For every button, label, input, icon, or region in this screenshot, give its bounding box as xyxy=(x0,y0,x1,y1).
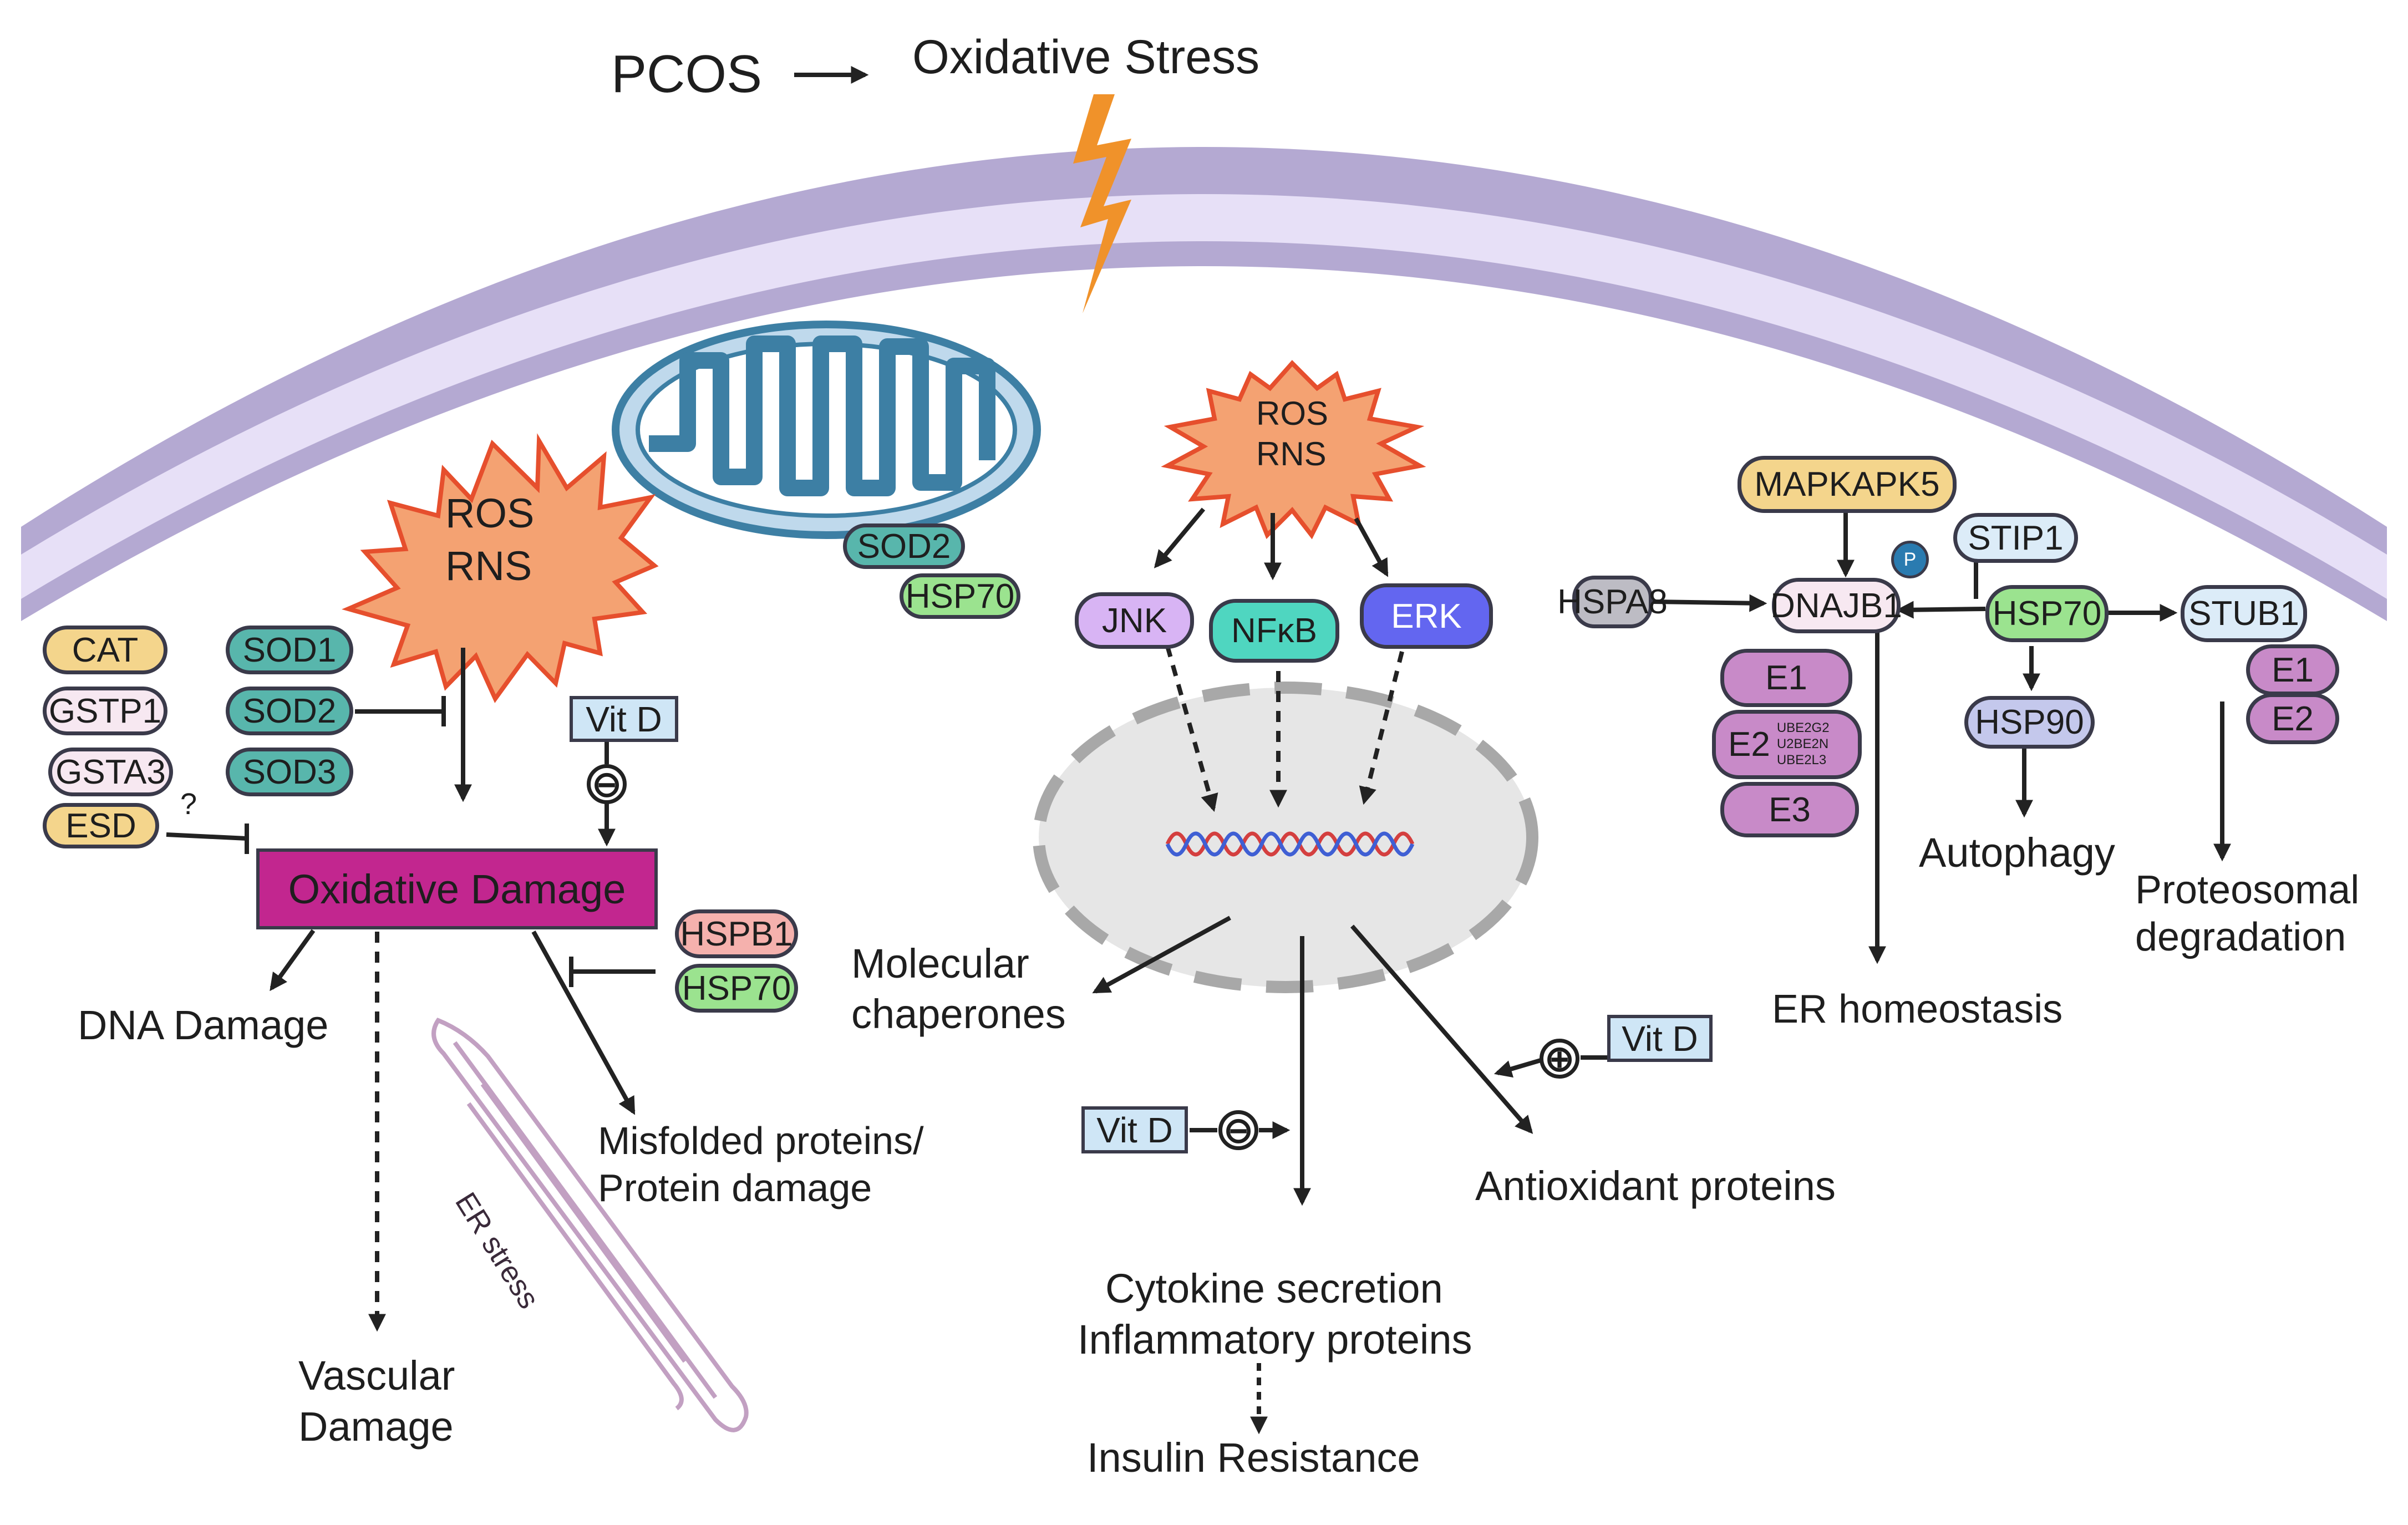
e2-subunit-ube2l3: UBE2L3 xyxy=(1776,752,1827,767)
ros-center-label: ROS xyxy=(1256,395,1329,432)
vitd-left-box: Vit D xyxy=(570,696,678,742)
misfolded-label-line2: Protein damage xyxy=(598,1166,872,1209)
mito-sod2-pill: SOD2 xyxy=(843,523,965,569)
esd-pill: ESD xyxy=(43,803,159,848)
lightning-bolt-icon xyxy=(1073,94,1131,313)
rns-center-label: RNS xyxy=(1256,435,1327,472)
vitd-center-activate-icon: ⊕ xyxy=(1540,1039,1579,1079)
e2-subunit-u2be2n: U2BE2N xyxy=(1776,736,1829,752)
vitd-left-inhibit-icon: ⊖ xyxy=(587,764,627,804)
proteosomal-label-line1: Proteosomal xyxy=(2135,868,2360,912)
chaperones-label-line1: Molecular xyxy=(851,941,1029,987)
ros-center-burst xyxy=(1161,360,1426,540)
vitd-center-right-box: Vit D xyxy=(1607,1015,1713,1062)
cell-membrane xyxy=(21,147,2387,621)
esd-inhibition-line xyxy=(166,832,247,841)
vitd-center-inhibit-icon: ⊖ xyxy=(1218,1110,1258,1150)
stub1-pill: STUB1 xyxy=(2181,585,2307,642)
e1-left-pill: E1 xyxy=(1720,649,1852,707)
dna-helix-icon xyxy=(1165,831,1415,857)
sod1-pill: SOD1 xyxy=(226,626,353,674)
vitd-center-left-box: Vit D xyxy=(1081,1106,1188,1153)
ros-left-burst xyxy=(342,433,659,703)
hsp70-right-pill: HSP70 xyxy=(1985,585,2109,642)
oxidative-stress-label: Oxidative Stress xyxy=(912,30,1260,84)
e3-pill: E3 xyxy=(1720,782,1859,837)
chaperones-label-line2: chaperones xyxy=(851,991,1066,1037)
oxidative-damage-box xyxy=(256,848,658,929)
vitd-center-right-arrow xyxy=(1493,1058,1542,1078)
e2-subunit-ube2g2: UBE2G2 xyxy=(1776,720,1830,736)
hspa8-to-dnajb1-arrow xyxy=(1652,594,1767,612)
ros-to-jnk-arrow xyxy=(1154,507,1206,568)
erk-to-dna-arrow xyxy=(1359,651,1404,805)
damage-to-dna-arrow xyxy=(270,929,316,992)
e2-subunits: UBE2G2 U2BE2N UBE2L3 xyxy=(1777,720,1830,768)
proteosomal-label-line2: degradation xyxy=(2135,915,2346,959)
hspb1-pill: HSPB1 xyxy=(675,909,798,958)
ros-to-erk-arrow xyxy=(1354,517,1389,577)
sod3-pill: SOD3 xyxy=(226,748,353,796)
stip1-pill: STIP1 xyxy=(1953,513,2078,563)
er-homeostasis-label: ER homeostasis xyxy=(1772,987,2063,1031)
e2-left-label: E2 xyxy=(1728,725,1770,764)
e1-right-pill: E1 xyxy=(2246,644,2339,695)
sod2-pill: SOD2 xyxy=(226,687,353,735)
oxidative-damage-label: Oxidative Damage xyxy=(288,866,626,912)
hsp70-left-pill: HSP70 xyxy=(675,964,798,1013)
mapkapk5-pill: MAPKAPK5 xyxy=(1738,456,1957,513)
autophagy-label: Autophagy xyxy=(1919,830,2115,876)
ros-left-label: ROS xyxy=(445,490,535,536)
vascular-label-line1: Vascular xyxy=(298,1353,455,1399)
jnk-to-dna-arrow xyxy=(1165,645,1218,812)
mito-hsp70-pill: HSP70 xyxy=(900,573,1020,619)
mitochondria-icon xyxy=(612,321,1041,539)
hsp90-pill: HSP90 xyxy=(1964,696,2095,749)
antioxidant-proteins-label: Antioxidant proteins xyxy=(1475,1163,1836,1209)
nucleus-to-chaperones-arrow xyxy=(1092,916,1231,994)
e2-left-pill: E2 UBE2G2 U2BE2N UBE2L3 xyxy=(1712,710,1862,779)
jnk-pill: JNK xyxy=(1075,592,1194,649)
gsta3-pill: GSTA3 xyxy=(48,748,173,796)
insulin-resistance-label: Insulin Resistance xyxy=(1087,1435,1420,1481)
phosphate-badge: P xyxy=(1891,541,1929,578)
nucleus-to-antioxidant-arrow xyxy=(1350,924,1533,1134)
rns-left-label: RNS xyxy=(445,543,532,589)
cytokine-label-line1: Cytokine secretion xyxy=(1105,1265,1443,1312)
damage-to-misfolded-arrow xyxy=(531,931,636,1115)
dna-damage-label: DNA Damage xyxy=(78,1002,329,1048)
vascular-label-line2: Damage xyxy=(298,1404,454,1450)
endoplasmic-reticulum-icon xyxy=(431,1018,749,1432)
gstp1-pill: GSTP1 xyxy=(43,687,167,735)
pcos-label: PCOS xyxy=(611,44,763,104)
esd-question-mark: ? xyxy=(180,787,197,821)
erk-pill: ERK xyxy=(1360,583,1493,649)
cat-pill: CAT xyxy=(43,626,167,674)
cytokine-label-line2: Inflammatory proteins xyxy=(1078,1316,1472,1363)
nfkb-pill: NFκB xyxy=(1209,599,1339,663)
dnajb1-pill: DNAJB1 xyxy=(1770,578,1902,633)
hsp70-to-dnajb1-arrow xyxy=(1896,601,1986,619)
misfolded-label-line1: Misfolded proteins/ xyxy=(598,1119,924,1162)
e2-right-pill: E2 xyxy=(2246,693,2339,744)
hspa8-pill: HSPA8 xyxy=(1557,576,1668,628)
